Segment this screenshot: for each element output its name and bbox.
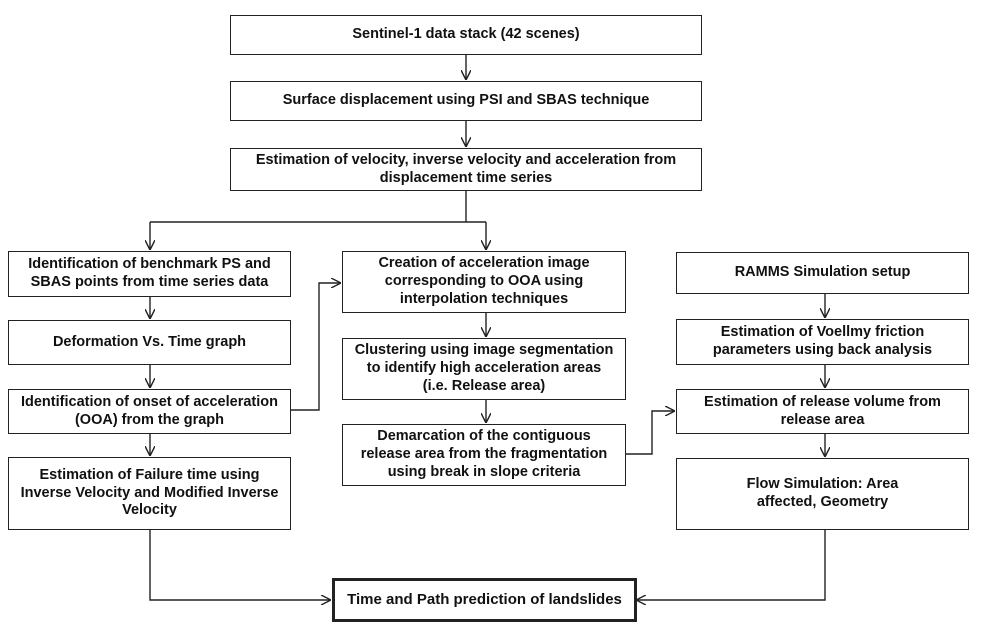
connector-demarcation-to-release (626, 411, 674, 455)
node-estimation-velocity: Estimation of velocity, inverse velocity… (230, 148, 702, 191)
node-identification-benchmark: Identification of benchmark PS and SBAS … (8, 251, 291, 297)
node-ramms-setup: RAMMS Simulation setup (676, 252, 969, 294)
node-acceleration-image: Creation of acceleration image correspon… (342, 251, 626, 313)
node-failure-time: Estimation of Failure time using Inverse… (8, 457, 291, 530)
node-final-prediction: Time and Path prediction of landslides (332, 578, 637, 622)
node-clustering: Clustering using image segmentation to i… (342, 338, 626, 400)
node-sentinel-data-stack: Sentinel-1 data stack (42 scenes) (230, 15, 702, 55)
node-flow-simulation: Flow Simulation: Area affected, Geometry (676, 458, 969, 530)
connector-failure-to-final (149, 530, 330, 600)
connector-onset-to-acceleration (291, 283, 340, 411)
node-surface-displacement: Surface displacement using PSI and SBAS … (230, 81, 702, 121)
node-deformation-graph: Deformation Vs. Time graph (8, 320, 291, 365)
node-release-volume: Estimation of release volume from releas… (676, 389, 969, 434)
node-voellmy-friction: Estimation of Voellmy friction parameter… (676, 319, 969, 365)
node-identification-onset: Identification of onset of acceleration … (8, 389, 291, 434)
connector-flow-to-final (637, 530, 826, 600)
node-demarcation: Demarcation of the contiguous release ar… (342, 424, 626, 486)
